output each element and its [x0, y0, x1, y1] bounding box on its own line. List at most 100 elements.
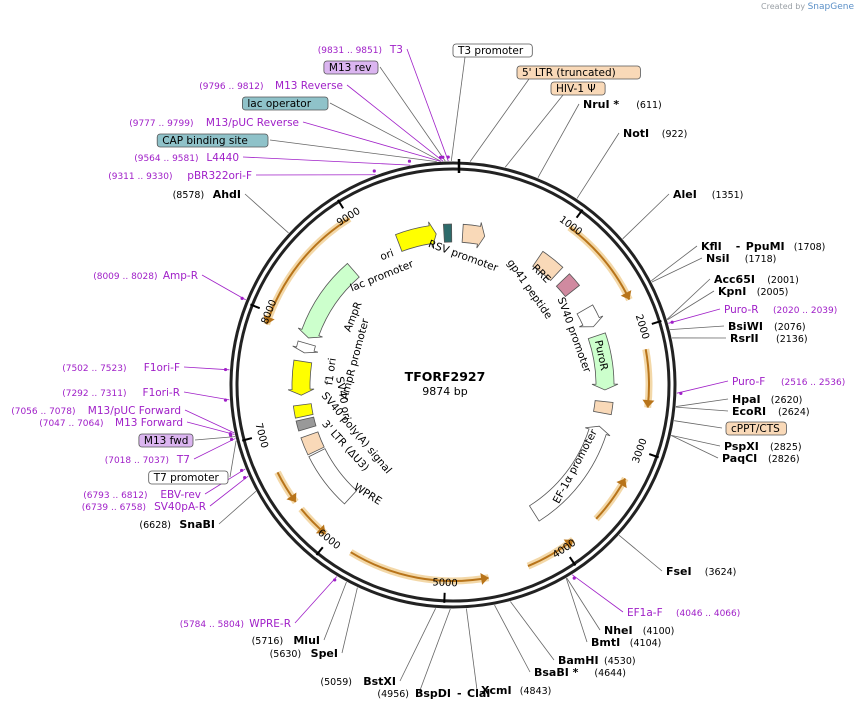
orf-arc — [568, 226, 631, 301]
feature-rsv-promoter[interactable] — [461, 222, 486, 249]
label-cppt-cts-box[interactable] — [725, 421, 787, 436]
primer-site-mark — [670, 320, 674, 324]
label-pbr322ori-f: pBR322ori-F — [187, 170, 252, 182]
label-m13-puc-reverse: M13/pUC Reverse — [206, 117, 299, 129]
tick-mark — [575, 209, 584, 219]
label-alei: AleI — [673, 188, 697, 201]
leader-line — [201, 274, 246, 301]
label-pos: (4843) — [520, 686, 552, 697]
leader-lines — [183, 48, 729, 694]
leader-line — [218, 491, 257, 525]
feature-sv40-promoter[interactable] — [576, 304, 604, 328]
feature-sv40-ori[interactable] — [292, 403, 314, 419]
orf-halo — [263, 215, 352, 326]
label-cap-binding-site-box[interactable] — [156, 133, 269, 148]
label-t7-promoter: T7 promoter — [153, 472, 220, 484]
leader-line — [302, 121, 441, 162]
leader-line — [469, 78, 530, 162]
feature-ef-1-promoter[interactable] — [528, 425, 611, 522]
leader-line — [323, 581, 347, 641]
feature-ori[interactable] — [394, 221, 437, 252]
feature-3-ltr-u3[interactable] — [300, 431, 325, 456]
label-amp-r: Amp-R — [163, 270, 198, 282]
label-pos: (2826) — [768, 454, 800, 465]
label-5-ltr-truncated-box[interactable] — [516, 65, 641, 80]
label-bsabi: BsaBI * — [534, 666, 579, 679]
feature-label-ef1a: EF-1α promoter — [551, 427, 600, 506]
feature-wpre[interactable] — [308, 448, 358, 505]
feature-ampr-promoter[interactable] — [292, 340, 319, 354]
leader-line — [675, 406, 729, 412]
orf-arc — [350, 551, 489, 582]
leader-line — [294, 576, 338, 624]
label-pos: (4100) — [643, 626, 675, 637]
leader-line — [346, 84, 444, 162]
label-separator: - — [736, 240, 741, 253]
label-pos: (2624) — [778, 407, 810, 418]
label-wpre-r: WPRE-R — [249, 618, 291, 630]
label-pos: (2001) — [767, 275, 799, 286]
leader-line — [576, 132, 620, 199]
label-pos: (8578) — [173, 190, 205, 201]
label-m13-reverse: M13 Reverse — [275, 80, 343, 92]
label-pos: (5059) — [320, 677, 352, 688]
primer-site-mark — [441, 155, 445, 159]
label-pos: (9831 .. 9851) — [318, 46, 382, 56]
leader-line — [565, 578, 588, 643]
feature-gp41-peptide[interactable] — [555, 273, 581, 298]
label-t7-promoter-box[interactable] — [148, 470, 229, 485]
leader-line — [269, 139, 437, 162]
label-pos: (9777 .. 9799) — [129, 119, 193, 129]
feature-f1-ori[interactable] — [287, 359, 315, 396]
tick-mark — [315, 546, 324, 556]
label-hiv-1-box[interactable] — [550, 81, 606, 96]
label-pos: (7292 .. 7311) — [62, 389, 126, 399]
leader-line — [465, 608, 478, 691]
tick-label: 5000 — [432, 577, 458, 589]
orf-arrowhead — [286, 492, 297, 503]
label-kpni: KpnI — [718, 285, 746, 298]
feature-rre[interactable] — [532, 250, 564, 282]
label-pos: (9796 .. 9812) — [199, 82, 263, 92]
label-bspdi: BspDI — [415, 687, 451, 700]
label-puro-f: Puro-F — [732, 376, 765, 388]
feature-grey[interactable] — [295, 416, 317, 432]
label-pos: (4530) — [604, 656, 636, 667]
leader-line — [209, 475, 249, 507]
label-pos: (6739 .. 6758) — [82, 503, 146, 513]
feature-puror[interactable] — [587, 332, 619, 391]
label-m13-rev-box[interactable] — [323, 60, 379, 75]
label-clai: ClaI — [467, 687, 490, 700]
feature-label-f1ori: f1 ori — [323, 357, 339, 386]
label-t3-promoter-box[interactable] — [452, 43, 533, 58]
leader-line — [668, 308, 721, 324]
feature-cppt[interactable] — [593, 400, 614, 416]
label-pos: (6628) — [139, 520, 171, 531]
tick-label: 6000 — [315, 528, 342, 553]
label-pos: (2020 .. 2039) — [773, 306, 837, 316]
label-pos: (4644) — [594, 668, 626, 679]
leader-line — [618, 534, 663, 572]
tick-mark — [337, 199, 345, 209]
label-m13-forward: M13 Forward — [115, 417, 183, 429]
feature-lac-promoter[interactable] — [442, 223, 453, 243]
label-lac-operator-box[interactable] — [241, 96, 329, 111]
leader-line — [418, 608, 451, 694]
leader-line — [566, 577, 601, 631]
orf-layer — [263, 215, 655, 585]
feature-ampr[interactable] — [297, 262, 360, 339]
orf-arrowhead — [480, 573, 489, 585]
label-pos: (922) — [662, 129, 688, 140]
backbone-outer-strand — [229, 161, 677, 609]
orf-arc — [265, 217, 351, 325]
leader-line — [622, 193, 670, 240]
orf-arrowhead — [563, 539, 574, 550]
label-m13-fwd-box[interactable] — [138, 433, 194, 448]
orf-arrowhead — [616, 478, 627, 489]
feature-label-wpre: WPRE — [351, 481, 383, 507]
leader-line — [399, 608, 436, 682]
right-labels: NruI *(611)NotI(922)AleI(1351)KflI-PpuMI… — [481, 98, 845, 697]
label-pos: (1708) — [794, 242, 826, 253]
plasmid-size: 9874 bp — [422, 385, 467, 398]
